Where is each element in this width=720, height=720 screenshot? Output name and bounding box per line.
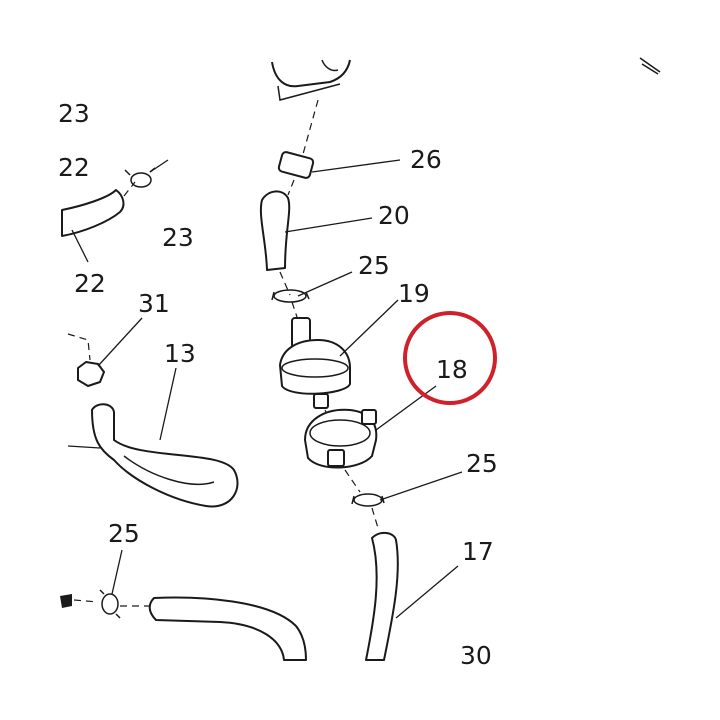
leader-31 [97,317,143,367]
leader-18 [375,385,437,431]
leader-22 [71,229,89,263]
hose-part-22 [61,189,125,237]
leader-17 [395,565,459,619]
callout-25-bottom: 25 [108,519,140,548]
callout-22-hose: 22 [74,269,106,298]
clip-part-23 [124,167,156,188]
clip-part-25-bottom [99,589,121,619]
leader-26 [311,159,401,173]
corner-mark [639,57,661,75]
leader-13 [159,367,177,441]
elbow-hose-part-20 [259,190,291,271]
callout-13: 13 [164,339,196,368]
callout-31: 31 [138,289,170,318]
fitting-end [60,594,72,608]
hose-bottom [148,596,307,661]
leader-19 [339,299,399,357]
leader-25-bottom [111,549,123,595]
callout-30: 30 [460,641,492,670]
filter-part-19 [279,317,351,409]
callout-19: 19 [398,279,430,308]
nut-part-31 [77,361,105,387]
hose-part-13 [91,403,239,508]
clip-part-25-middle [351,493,385,507]
leader-25-mid [379,471,463,501]
callout-26: 26 [410,145,442,174]
callout-25-top: 25 [358,251,390,280]
collar-part-18 [304,408,378,469]
coupling-part-26 [277,151,315,179]
callout-20: 20 [378,201,410,230]
leader-25-top [297,271,353,297]
leader-20 [284,217,373,233]
highlight-ring [403,311,497,405]
clip-part-25-top [271,289,310,303]
callout-23-top: 23 [58,99,90,128]
callout-22-top: 22 [58,153,90,182]
bracket-guide-line [299,99,319,166]
callout-17: 17 [462,537,494,566]
hose-part-17 [365,532,399,661]
top-bracket-part [271,59,351,101]
callout-25-mid: 25 [466,449,498,478]
callout-23-clip: 23 [162,223,194,252]
callout-18: 18 [436,355,468,384]
